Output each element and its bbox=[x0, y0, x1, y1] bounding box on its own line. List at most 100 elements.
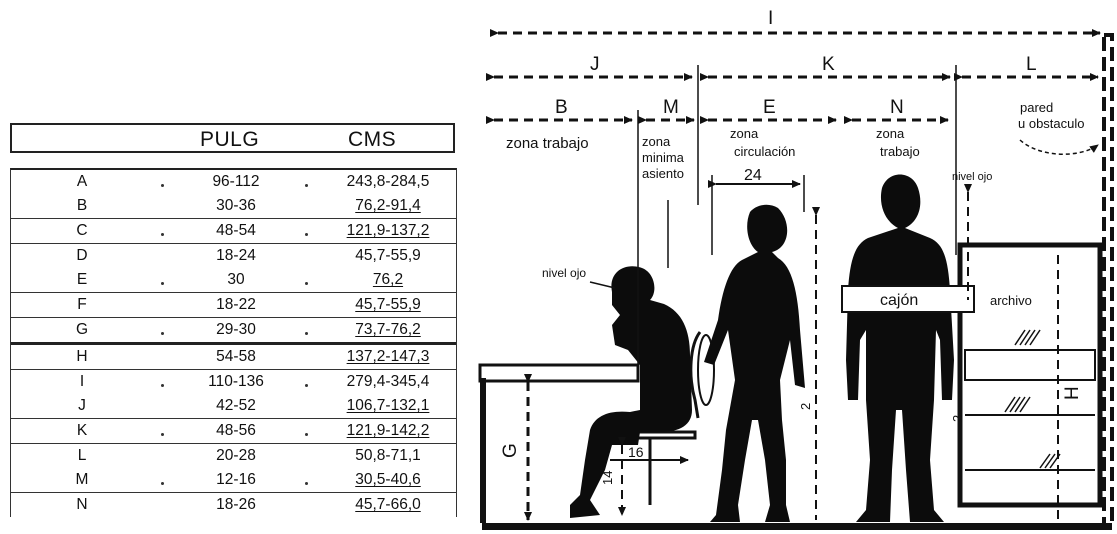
eye-level-line bbox=[589, 281, 616, 289]
desk-top bbox=[478, 363, 640, 383]
label-dim-24: 24 bbox=[744, 167, 762, 184]
drawer-front bbox=[841, 285, 975, 313]
row-letter: A bbox=[76, 173, 88, 190]
row-pulg: 42-52 bbox=[216, 397, 256, 414]
row-cms: 76,2-91,4 bbox=[355, 197, 421, 214]
row-cms: 45,7-55,9 bbox=[355, 247, 421, 264]
standing-woman-silhouette bbox=[704, 204, 805, 523]
table-row: K 48-56 121,9-142,2 bbox=[11, 419, 456, 444]
header-cms: CMS bbox=[348, 128, 397, 151]
row-letter: G bbox=[75, 321, 89, 338]
table-row: N 18-26 45,7-66,0 bbox=[11, 493, 456, 517]
row-dot bbox=[161, 433, 164, 436]
row-dot bbox=[305, 184, 308, 187]
row-pulg: 48-54 bbox=[216, 222, 256, 239]
cabinet-drawer-1 bbox=[964, 349, 1096, 381]
label-zona-minima-3: asiento bbox=[642, 166, 684, 181]
row-letter: F bbox=[77, 296, 87, 313]
label-zona-trabajo: zona trabajo bbox=[506, 135, 589, 152]
row-cms: 279,4-345,4 bbox=[346, 373, 430, 390]
dim-label-j: J bbox=[590, 54, 600, 75]
row-cms: 137,2-147,3 bbox=[346, 348, 430, 365]
table-row: C 48-54 121,9-137,2 bbox=[11, 219, 456, 244]
dim-label-e: E bbox=[763, 97, 776, 118]
zone-labels: zona trabajo zona minima asiento zona ci… bbox=[506, 100, 1085, 485]
row-dot bbox=[305, 233, 308, 236]
row-dot bbox=[161, 233, 164, 236]
row-dot bbox=[305, 482, 308, 485]
row-pulg: 18-26 bbox=[216, 496, 256, 513]
row-dot bbox=[305, 332, 308, 335]
standing-man-silhouette bbox=[846, 174, 954, 522]
label-dim-2a: 2 bbox=[798, 403, 813, 410]
desk-side bbox=[480, 378, 486, 523]
row-pulg: 18-24 bbox=[216, 247, 256, 264]
row-cms: 243,8-284,5 bbox=[346, 173, 430, 190]
label-zona-circ-2: circulación bbox=[734, 144, 795, 159]
floor-line bbox=[482, 523, 1112, 530]
dim-label-k: K bbox=[822, 54, 835, 75]
row-pulg: 29-30 bbox=[216, 321, 256, 338]
seated-person-silhouette bbox=[570, 266, 692, 518]
row-pulg: 48-56 bbox=[216, 422, 256, 439]
row-dot bbox=[161, 384, 164, 387]
row-cms: 45,7-66,0 bbox=[355, 496, 421, 513]
dim-label-h: H bbox=[1062, 386, 1083, 400]
row-letter: K bbox=[76, 422, 88, 439]
row-cms: 76,2 bbox=[372, 271, 404, 288]
row-pulg: 54-58 bbox=[216, 348, 256, 365]
row-dot bbox=[161, 482, 164, 485]
label-zona-minima-2: minima bbox=[642, 150, 685, 165]
table-row: B 30-36 76,2-91,4 bbox=[11, 194, 456, 219]
dim-label-n: N bbox=[890, 97, 904, 118]
row-pulg: 20-28 bbox=[216, 447, 256, 464]
row-letter: C bbox=[76, 222, 88, 239]
row-dot bbox=[305, 384, 308, 387]
dimension-letters: I J K L B M E N G H bbox=[500, 8, 1083, 458]
row-pulg: 30-36 bbox=[216, 197, 256, 214]
row-dot bbox=[161, 282, 164, 285]
row-letter: J bbox=[78, 397, 86, 414]
row-dot bbox=[305, 433, 308, 436]
right-wall bbox=[1102, 33, 1114, 527]
row-letter: E bbox=[76, 271, 88, 288]
label-zona-trab2-2: trabajo bbox=[880, 144, 920, 159]
dim-label-l: L bbox=[1026, 54, 1037, 75]
dimension-lines bbox=[486, 29, 1101, 521]
row-cms: 30,5-40,6 bbox=[355, 471, 421, 488]
row-pulg: 18-22 bbox=[216, 296, 256, 313]
row-letter: I bbox=[79, 373, 85, 390]
label-archivo: archivo bbox=[990, 293, 1032, 308]
row-cms: 73,7-76,2 bbox=[355, 321, 421, 338]
row-letter: B bbox=[76, 197, 88, 214]
row-dot bbox=[305, 282, 308, 285]
row-letter: H bbox=[76, 348, 88, 365]
label-pared-2: u obstaculo bbox=[1018, 116, 1085, 131]
table-row: H 54-58 137,2-147,3 bbox=[11, 345, 456, 370]
row-dot bbox=[161, 184, 164, 187]
row-letter: M bbox=[75, 471, 89, 488]
label-zona-circ-1: zona bbox=[730, 126, 759, 141]
row-pulg: 30 bbox=[227, 271, 245, 288]
row-dot bbox=[161, 332, 164, 335]
row-cms: 121,9-142,2 bbox=[346, 422, 430, 439]
guide-lines bbox=[637, 65, 957, 375]
dim-label-g: G bbox=[500, 443, 521, 458]
silhouettes bbox=[570, 174, 954, 523]
label-nivel-ojo-right: nivel ojo bbox=[952, 171, 992, 183]
label-zona-trab2-1: zona bbox=[876, 126, 905, 141]
dim-label-m: M bbox=[663, 97, 679, 118]
label-cajon: cajón bbox=[880, 292, 918, 309]
row-cms: 45,7-55,9 bbox=[355, 296, 421, 313]
row-cms: 121,9-137,2 bbox=[346, 222, 430, 239]
row-letter: N bbox=[76, 496, 88, 513]
table-row: E 30 76,2 bbox=[11, 268, 456, 293]
